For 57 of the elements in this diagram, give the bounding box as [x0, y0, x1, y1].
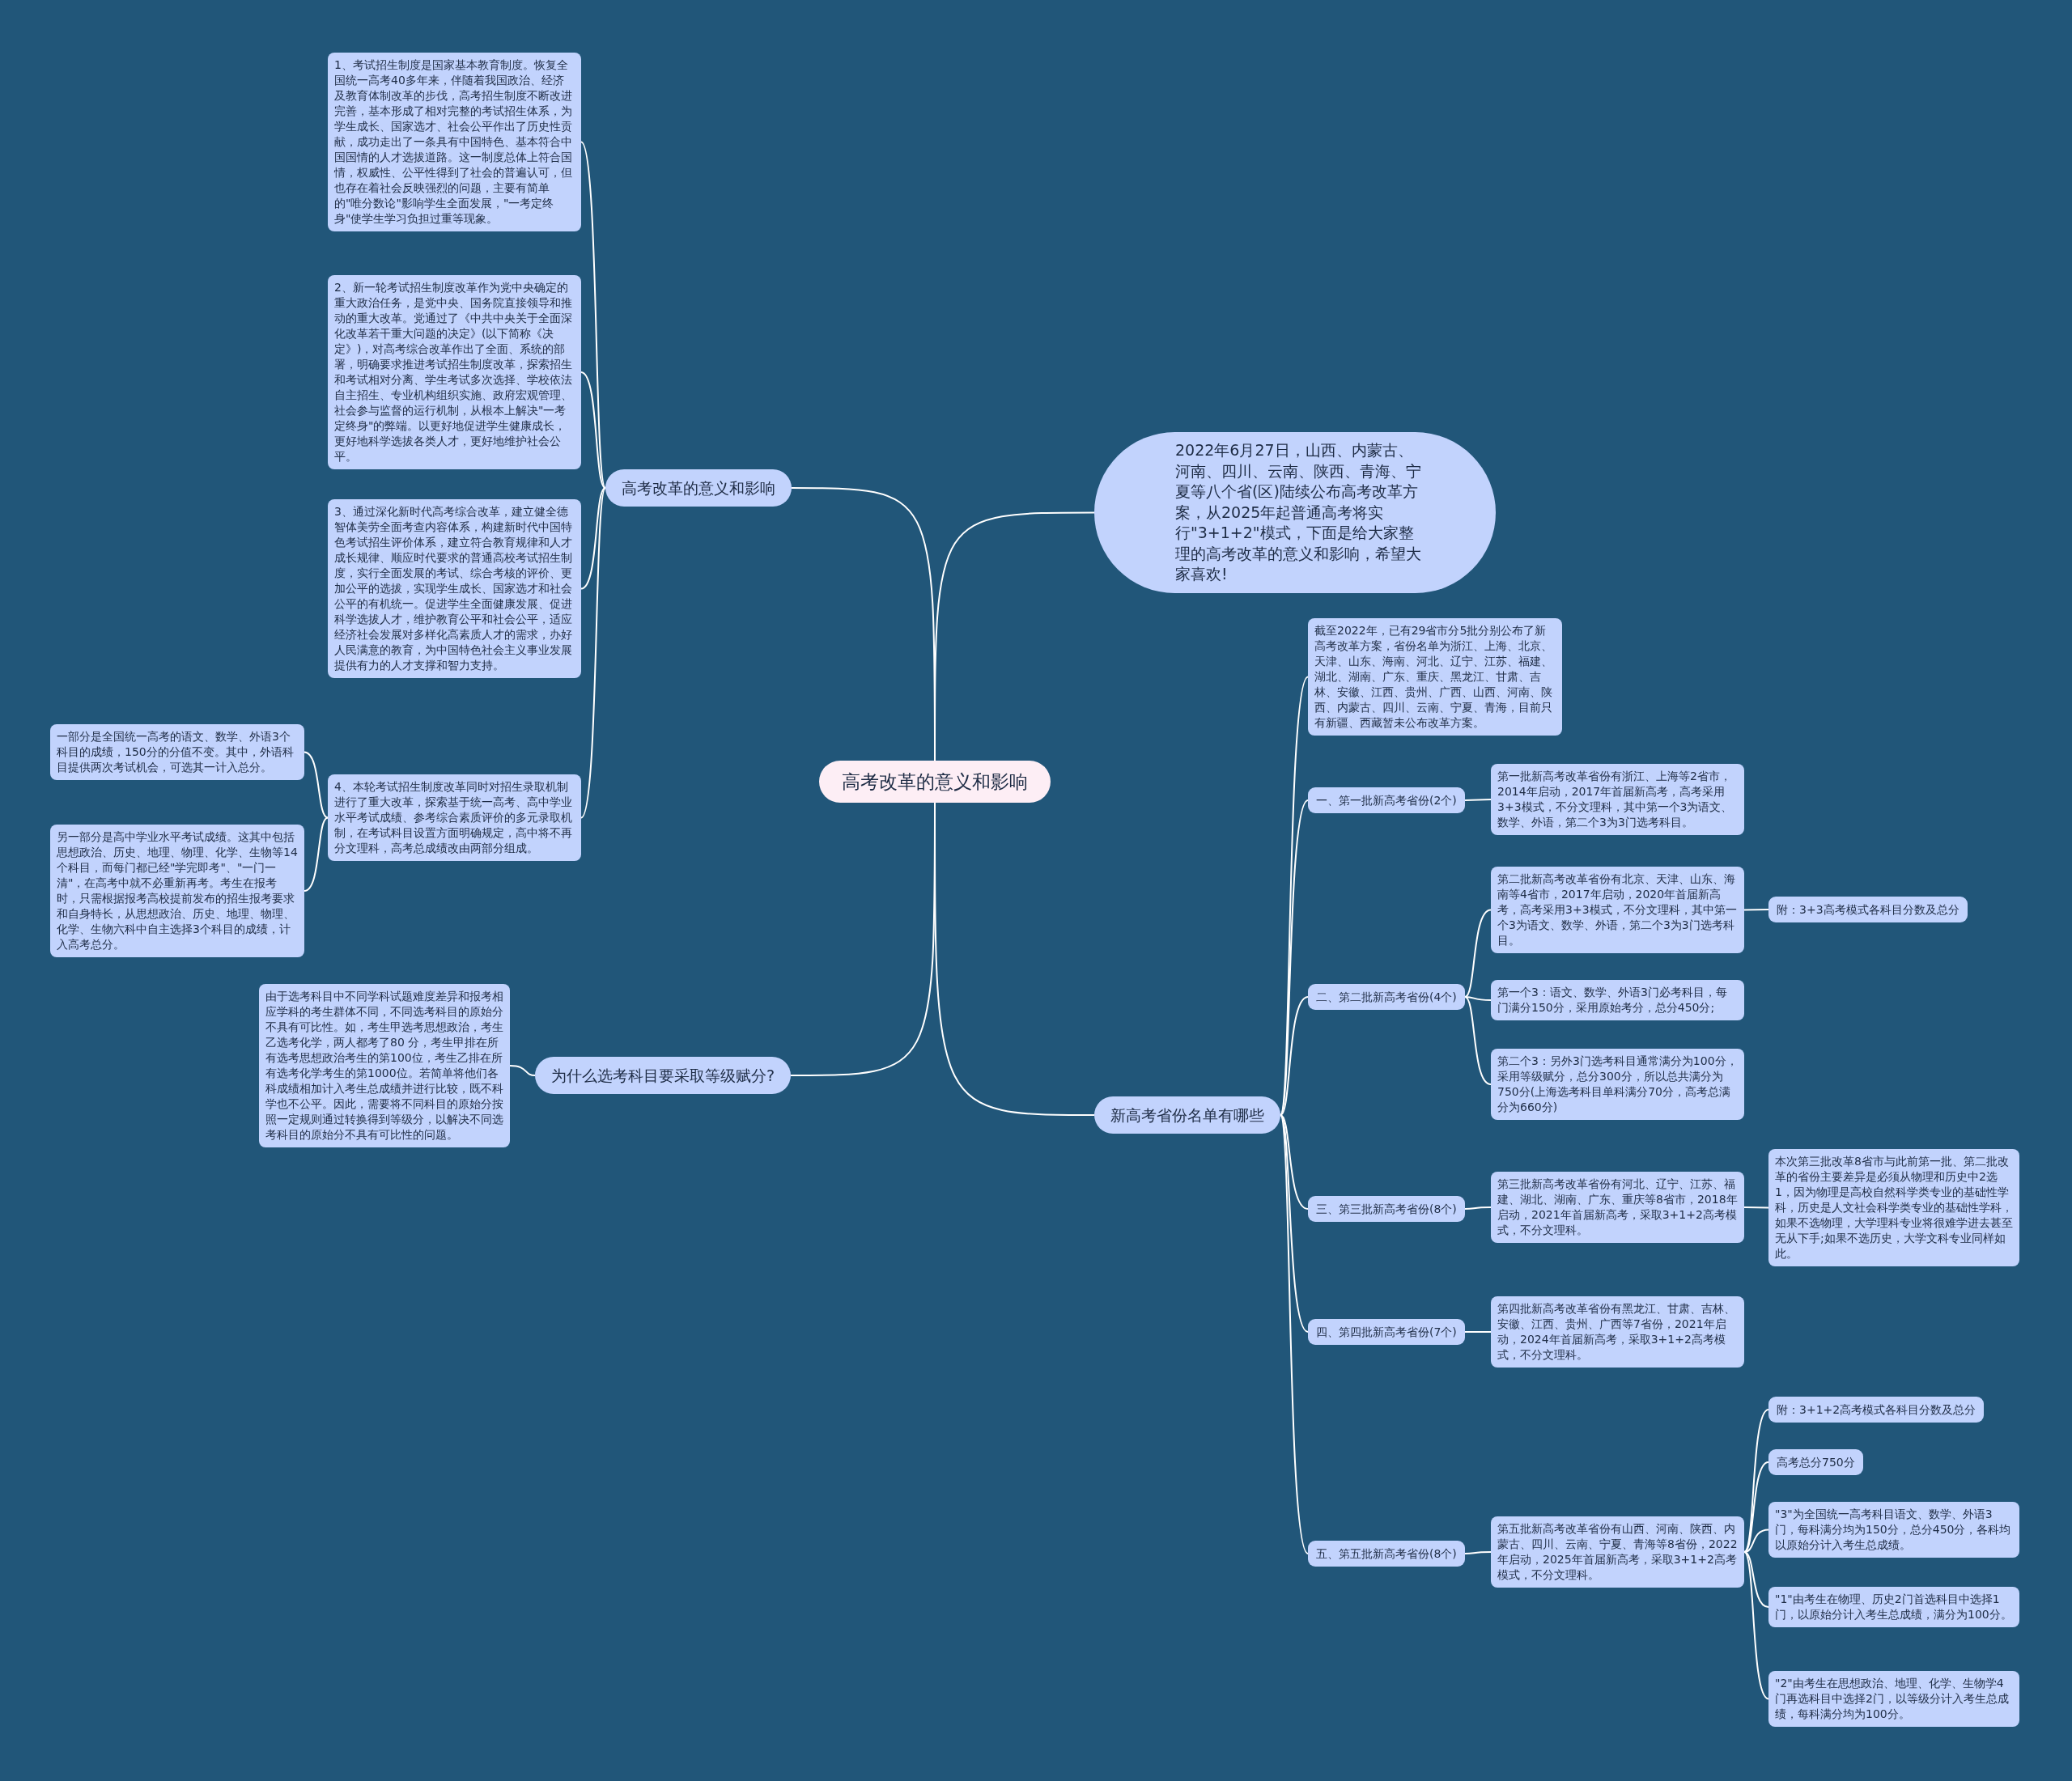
- connector-line: [1743, 1206, 1769, 1209]
- text-box: 第二批新高考改革省份有北京、天津、山东、海南等4省市，2017年启动，2020年首届新高考，高考采用3+3模式，不分文理科，其中第一个3为语文、数学、外语，第二个3为3门选考科目。: [1491, 867, 1744, 953]
- connector-line: [1280, 996, 1309, 1116]
- connector-line: [1464, 799, 1492, 801]
- connector-line: [1280, 1114, 1309, 1210]
- connector-line: [1743, 1461, 1769, 1553]
- text-box: 3、通过深化新时代高考综合改革，建立健全德智体美劳全面考查内容体系，构建新时代中国特色考试招生评价体系，建立符合教育规律和人才成长规律、顺应时代要求的普通高校考试招生制度，实行全面发展的考试、综合考核的评价、更加公平的选拔，实现学生成长、国家选才和社会公平的有机统一。促进学生全面健康发展、促进科学选拔人才，维护教育公平和社会公平，适应经济社会发展对多样化高素质人才的需求，办好人民满意的教育，为中国特色社会主义事业发展提供有力的人才支撑和智力支持。: [328, 499, 581, 678]
- text-box: 4、本轮考试招生制度改革同时对招生录取机制进行了重大改革，探索基于统一高考、高中学业水平考试成绩、参考综合素质评价的多元录取机制，在考试科目设置方面明确规定，高中将不再分文理科，高考总成绩改由两部分组成。: [328, 774, 581, 861]
- subtopic-box: 五、第五批新高考省份(8个): [1308, 1541, 1465, 1567]
- branch-topic: 高考改革的意义和影响: [605, 469, 792, 507]
- connector-line: [1280, 1114, 1309, 1554]
- text-box: 由于选考科目中不同学科试题难度差异和报考相应学科的考生群体不同，不同选考科目的原始分不具有可比性。如，考生甲选考思想政治，考生乙选考化学，两人都考了80 分，考生甲排在所有选考思想政治考生的第100位，考生乙排在所有选考化学考生的第1000位。若简单将他们各科成绩相加计入考生总成绩并进行比较，既不科学也不公平。因此，需要将不同科目的原始分按照一定规则通过转换得到等级分，以解决不同选考科目的原始分不具有可比性的问题。: [259, 984, 510, 1147]
- branch-topic: 新高考省份名单有哪些: [1094, 1096, 1280, 1134]
- connector-line: [1743, 1551, 1769, 1700]
- text-box: 第三批新高考改革省份有河北、辽宁、江苏、福建、湖北、湖南、广东、重庆等8省市，2018年启动，2021年首届新高考，采取3+1+2高考模式，不分文理科。: [1491, 1172, 1744, 1243]
- subtopic-box: 一、第一批新高考省份(2个): [1308, 787, 1465, 813]
- connector-line: [580, 487, 606, 590]
- intro-bubble: 2022年6月27日，山西、内蒙古、河南、四川、云南、陕西、青海、宁夏等八个省(区)陆续公布高考改革方案，从2025年起普通高考将实行"3+1+2"模式，下面是给大家整理的高考改革的意义和影响，希望大家喜欢!: [1094, 432, 1496, 593]
- text-box: 2、新一轮考试招生制度改革作为党中央确定的重大政治任务，是党中央、国务院直接领导和推动的重大改革。党通过了《中共中央关于全面深化改革若干重大问题的决定》(以下简称《决定》)，对高考综合改革作出了全面、系统的部署，明确要求推进考试招生制度改革，探索招生和考试相对分离、学生考试多次选择、学校依法自主招生、专业机构组织实施、政府宏观管理、社会参与监督的运行机制，从根本上解决"一考定终身"的弊端。以更好地促进学生健康成长，更好地科学选拔各类人才，更好地维护社会公平。: [328, 275, 581, 469]
- connector-line: [1464, 1551, 1492, 1554]
- text-box: "3"为全国统一高考科目语文、数学、外语3门，每科满分均为150分，总分450分，各科均以原始分计入考生总成绩。: [1768, 1502, 2019, 1558]
- text-box: 一部分是全国统一高考的语文、数学、外语3个科目的成绩，150分的分值不变。其中，外语科目提供两次考试机会，可选其一计入总分。: [50, 724, 304, 780]
- connector-line: [580, 487, 606, 819]
- subtopic-box: 附：3+3高考模式各科目分数及总分: [1768, 897, 1968, 922]
- text-box: 第四批新高考改革省份有黑龙江、甘肃、吉林、安徽、江西、贵州、广西等7省份，2021年启动，2024年首届新高考，采取3+1+2高考模式，不分文理科。: [1491, 1296, 1744, 1368]
- connector-line: [304, 751, 329, 819]
- connector-line: [1464, 909, 1492, 998]
- connector-line: [1743, 1551, 1769, 1608]
- text-box: 1、考试招生制度是国家基本教育制度。恢复全国统一高考40多年来，伴随着我国政治、经济及教育体制改革的步伐，高考招生制度不断改进完善，基本形成了相对完整的考试招生体系，为学生成长、国家选才、社会公平作出了历史性贡献，成功走出了一条具有中国特色、基本符合中国国情的人才选拔道路。这一制度总体上符合国情，权威性、公平性得到了社会的普遍认可，但也存在着社会反映强烈的问题，主要有简单的"唯分数论"影响学生全面发展，"一考定终身"使学生学习负担过重等现象。: [328, 53, 581, 231]
- subtopic-box: 二、第二批新高考省份(4个): [1308, 984, 1465, 1010]
- subtopic-box: 四、第四批新高考省份(7个): [1308, 1319, 1465, 1345]
- text-box: 第一个3：语文、数学、外语3门必考科目，每门满分150分，采用原始考分，总分450分;: [1491, 980, 1744, 1020]
- connector-line: [509, 1065, 536, 1076]
- connector-line: [304, 816, 329, 892]
- subtopic-box: 附：3+1+2高考模式各科目分数及总分: [1768, 1397, 1985, 1423]
- connector-line: [1464, 1206, 1492, 1210]
- text-box: 第一批新高考改革省份有浙江、上海等2省市，2014年启动，2017年首届新高考，高考采用3+3模式，不分文理科，其中第一个3为语文、数学、外语，第二个3为3门选考科目。: [1491, 764, 1744, 835]
- text-box: 第二个3：另外3门选考科目通常满分为100分，采用等级赋分，总分300分，所以总共满分为750分(上海选考科目单科满分70分，高考总满分为660分): [1491, 1049, 1744, 1120]
- central-topic: 高考改革的意义和影响: [819, 761, 1051, 803]
- connector-line: [1743, 909, 1769, 911]
- connector-line: [1464, 996, 1492, 1085]
- connector-line: [1280, 1114, 1309, 1333]
- connector-line: [580, 371, 606, 489]
- connector-line: [580, 141, 606, 489]
- connector-line: [1464, 996, 1492, 1001]
- branch-topic: 为什么选考科目要采取等级赋分?: [535, 1057, 792, 1094]
- text-box: "1"由考生在物理、历史2门首选科目中选择1门，以原始分计入考生总成绩，满分为100分。: [1768, 1587, 2019, 1627]
- connector-line: [1464, 1331, 1492, 1333]
- text-box: "2"由考生在思想政治、地理、化学、生物学4门再选科目中选择2门，以等级分计入考生总成绩，每科满分均为100分。: [1768, 1671, 2019, 1727]
- text-box: 另一部分是高中学业水平考试成绩。这其中包括思想政治、历史、地理、物理、化学、生物等14个科目，而每门都已经"学完即考"、"一门一清"，在高考中就不必重新再考。考生在报考时，只需根据报考高校提前发布的招生报考要求和自身特长，从思想政治、历史、地理、物理、化学、生物六科中自主选择3个科目的成绩，计入高考总分。: [50, 825, 304, 957]
- subtopic-box: 高考总分750分: [1768, 1449, 1863, 1475]
- connector-line: [1743, 1529, 1769, 1553]
- connector-line: [1280, 676, 1309, 1116]
- text-box: 第五批新高考改革省份有山西、河南、陕西、内蒙古、四川、云南、宁夏、青海等8省份，2022年启动，2025年首届新高考，采取3+1+2高考模式，不分文理科。: [1491, 1516, 1744, 1588]
- text-box: 本次第三批改革8省市与此前第一批、第二批改革的省份主要差异是必须从物理和历史中2选1，因为物理是高校自然科学类专业的基础性学科，历史是人文社会科学类专业的基础性学科，如果不选物理，大学理科专业将很难学进去甚至无从下手;如果不选历史，大学文科专业同样如此。: [1768, 1149, 2019, 1266]
- subtopic-box: 三、第三批新高考省份(8个): [1308, 1196, 1465, 1222]
- text-box: 截至2022年，已有29省市分5批分别公布了新高考改革方案，省份名单为浙江、上海、北京、天津、山东、海南、河北、辽宁、江苏、福建、湖北、湖南、广东、重庆、黑龙江、甘肃、吉林、安徽、江西、贵州、广西、山西、河南、陕西、内蒙古、四川、云南、宁夏、青海，目前只有新疆、西藏暂未公布改革方案。: [1308, 618, 1562, 736]
